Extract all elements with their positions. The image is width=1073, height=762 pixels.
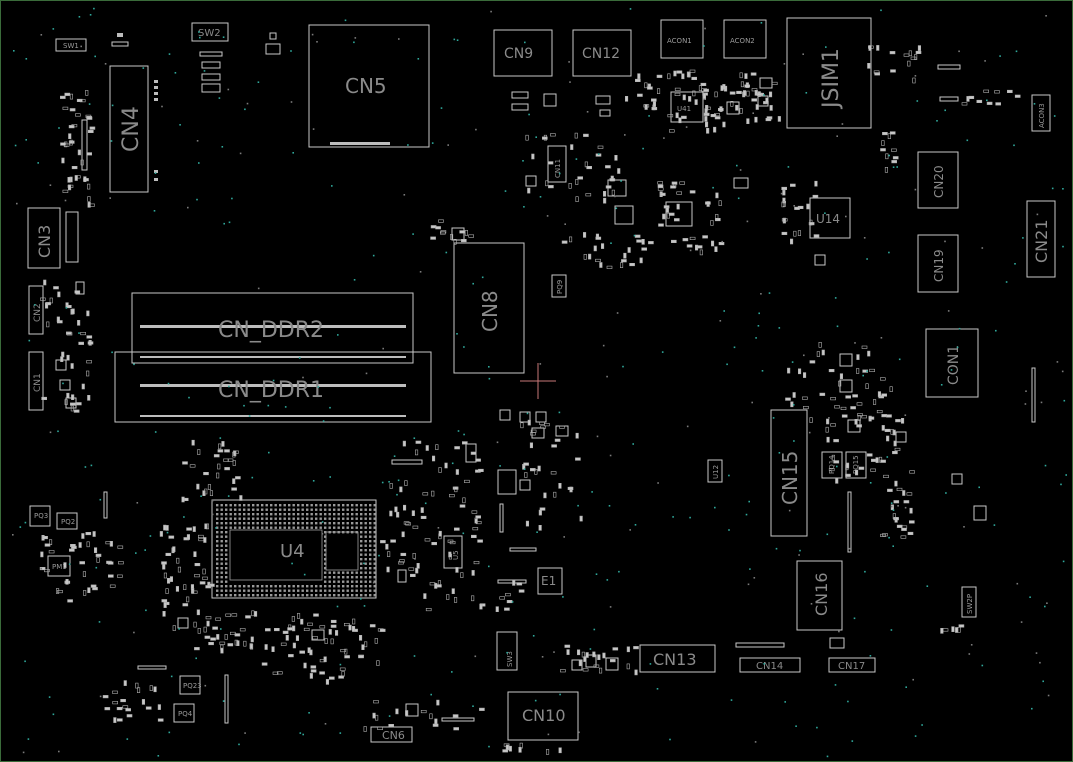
sw3-label: SW3 bbox=[506, 651, 514, 667]
cn12-label: CN12 bbox=[582, 46, 620, 62]
pq9-label: PQ9 bbox=[556, 280, 564, 294]
con1-connector[interactable]: CON1 bbox=[925, 328, 979, 398]
e1-component[interactable]: E1 bbox=[537, 567, 563, 595]
cn-ddr2-label: CN_DDR2 bbox=[218, 318, 324, 343]
cn19-label: CN19 bbox=[932, 249, 946, 282]
acon1-label: ACON1 bbox=[667, 37, 692, 45]
u41-label: U41 bbox=[677, 105, 691, 113]
cn14-connector[interactable]: CN14 bbox=[739, 657, 801, 673]
cn19-connector[interactable]: CN19 bbox=[917, 234, 959, 293]
cn-ddr1-slot[interactable]: CN_DDR1 bbox=[114, 351, 432, 423]
cn3-label: CN3 bbox=[35, 225, 54, 258]
cn21-label: CN21 bbox=[1032, 220, 1051, 264]
cn15-connector[interactable]: CN15 bbox=[770, 409, 808, 537]
cn13-label: CN13 bbox=[653, 650, 697, 669]
pq4-label: PQ4 bbox=[178, 710, 193, 718]
small-pads bbox=[39, 45, 1021, 755]
pq2-label: PQ2 bbox=[61, 518, 75, 526]
cn16-label: CN16 bbox=[812, 573, 831, 617]
cn5-connector[interactable]: CN5 bbox=[308, 24, 430, 148]
pm1-label: PM1 bbox=[52, 563, 67, 571]
u5-label: U5 bbox=[452, 550, 460, 560]
pq23-part[interactable]: PQ23 bbox=[179, 675, 202, 695]
cn13-connector[interactable]: CN13 bbox=[639, 644, 716, 673]
cn20-label: CN20 bbox=[932, 165, 946, 198]
pq4-part[interactable]: PQ4 bbox=[173, 703, 195, 723]
cursor-crosshair bbox=[520, 363, 556, 399]
sw1-label: SW1 bbox=[63, 42, 79, 50]
cn2-connector[interactable]: CN2 bbox=[28, 285, 44, 335]
u4-ball-grid bbox=[216, 504, 376, 597]
acon3-connector[interactable]: ACON3 bbox=[1031, 94, 1051, 132]
cn6-label: CN6 bbox=[382, 729, 405, 742]
cn10-connector[interactable]: CN10 bbox=[507, 691, 579, 741]
sw2-switch[interactable]: SW2 bbox=[191, 22, 229, 42]
u14-chip[interactable]: U14 bbox=[809, 197, 851, 239]
pq2-part[interactable]: PQ2 bbox=[56, 512, 78, 530]
pm1-part[interactable]: PM1 bbox=[47, 555, 71, 577]
cn16-connector[interactable]: CN16 bbox=[796, 560, 843, 631]
test-vias bbox=[12, 7, 1067, 758]
acon2-label: ACON2 bbox=[730, 37, 755, 45]
jsim1-label: JSIM1 bbox=[819, 48, 844, 110]
cn4-pins bbox=[81, 80, 158, 181]
e1-label: E1 bbox=[541, 574, 556, 588]
pq3-label: PQ3 bbox=[34, 512, 48, 520]
cn9-connector[interactable]: CN9 bbox=[493, 29, 553, 77]
cn12-connector[interactable]: CN12 bbox=[572, 29, 632, 77]
cn4-label: CN4 bbox=[119, 106, 144, 152]
u12-chip[interactable]: U12 bbox=[707, 459, 723, 483]
cn9-label: CN9 bbox=[504, 46, 533, 62]
pq14-label: PQ14 bbox=[828, 455, 836, 474]
cn-ddr1-label: CN_DDR1 bbox=[218, 378, 324, 403]
cn3-connector[interactable]: CN3 bbox=[27, 207, 61, 269]
cn21-connector[interactable]: CN21 bbox=[1026, 200, 1056, 278]
cn8-label: CN8 bbox=[478, 290, 502, 332]
pq14-part[interactable]: PQ14 bbox=[821, 451, 843, 479]
cn15-label: CN15 bbox=[778, 451, 802, 505]
cn20-connector[interactable]: CN20 bbox=[917, 151, 959, 209]
cn8-connector[interactable]: CN8 bbox=[453, 242, 525, 374]
cn14-label: CN14 bbox=[756, 661, 783, 672]
cn1-connector[interactable]: CN1 bbox=[28, 351, 44, 411]
con1-label: CON1 bbox=[946, 345, 962, 385]
sw1-switch[interactable]: SW1 bbox=[55, 38, 87, 52]
cn1-label: CN1 bbox=[33, 373, 43, 392]
sw2p-label: SW2P bbox=[966, 594, 974, 614]
u12-label: U12 bbox=[712, 465, 720, 479]
acon2-connector[interactable]: ACON2 bbox=[723, 19, 767, 59]
pq9-part[interactable]: PQ9 bbox=[551, 274, 567, 298]
cn17-connector[interactable]: CN17 bbox=[828, 657, 876, 673]
jsim1-connector[interactable]: JSIM1 bbox=[786, 17, 872, 129]
u4-chip[interactable]: U4 bbox=[211, 499, 377, 599]
sw2-label: SW2 bbox=[198, 28, 221, 39]
cn10-label: CN10 bbox=[522, 706, 566, 725]
cn17-label: CN17 bbox=[838, 661, 865, 672]
pq23-label: PQ23 bbox=[183, 682, 202, 690]
u14-label: U14 bbox=[816, 212, 840, 226]
acon3-label: ACON3 bbox=[1038, 103, 1046, 128]
cn-ddr2-slot[interactable]: CN_DDR2 bbox=[131, 292, 414, 364]
cn5-label: CN5 bbox=[345, 74, 387, 98]
pq15-label: PQ15 bbox=[852, 455, 860, 474]
u5-chip[interactable]: U5 bbox=[443, 535, 463, 569]
cn4-connector[interactable]: CN4 bbox=[109, 65, 149, 193]
pq3-part[interactable]: PQ3 bbox=[29, 505, 51, 527]
sw2p-switch[interactable]: SW2P bbox=[961, 586, 977, 618]
cn2-label: CN2 bbox=[33, 303, 43, 322]
acon1-connector[interactable]: ACON1 bbox=[660, 19, 704, 59]
sw3-switch[interactable]: SW3 bbox=[496, 631, 518, 671]
cn11-label: CN11 bbox=[554, 159, 562, 178]
u4-label: U4 bbox=[280, 541, 305, 562]
u41-chip[interactable]: U41 bbox=[670, 91, 704, 123]
